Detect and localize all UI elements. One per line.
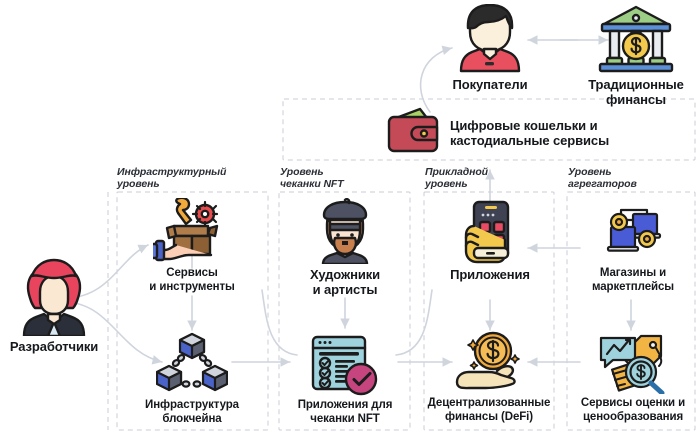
node-blockchain-infrastructure[interactable]: Инфраструктура блокчейна <box>128 330 256 426</box>
man-buyer-avatar-icon <box>440 4 540 74</box>
dashed-box-nft-layer <box>278 191 411 431</box>
layer-label-infrastructure: Инфраструктурный уровень <box>117 166 227 190</box>
curve-nft-apps-right-up <box>395 289 433 356</box>
node-label-applications: Приложения <box>450 267 530 282</box>
node-pricing-services[interactable]: Сервисы оценки и ценообразования <box>570 328 696 424</box>
layer-label-application: Прикладной уровень <box>425 166 488 190</box>
checklist-window-check-icon <box>285 330 405 396</box>
node-label-developers: Разработчики <box>9 339 99 354</box>
dashed-box-wallet-band <box>282 98 696 161</box>
node-digital-wallets[interactable]: Цифровые кошельки и кастодиальные сервис… <box>386 106 609 159</box>
node-services-tools[interactable]: Сервисы и инструменты <box>128 198 256 294</box>
node-label-buyers: Покупатели <box>452 77 528 92</box>
curve-nft-apps-left-up <box>261 289 298 356</box>
blockchain-cubes-icon <box>128 330 256 396</box>
hand-holding-open-box-tools-icon <box>128 198 256 264</box>
bearded-artist-beret-icon <box>288 198 402 264</box>
node-developers[interactable]: Разработчики <box>0 258 108 354</box>
chart-tag-magnifier-dollar-icon <box>570 328 696 394</box>
node-defi[interactable]: Децентрализованные финансы (DeFi) <box>424 328 554 424</box>
node-applications[interactable]: Приложения <box>432 200 548 282</box>
node-label-defi: Децентрализованные финансы (DeFi) <box>427 397 551 423</box>
node-label-services-tools: Сервисы и инструменты <box>149 267 235 293</box>
arrow-developers-to-blockchain <box>67 301 163 365</box>
layer-label-aggregators: Уровень агрегаторов <box>568 166 637 190</box>
arrow-wallets-to-buyers <box>419 45 453 113</box>
node-label-digital-wallets: Цифровые кошельки и кастодиальные сервис… <box>450 117 610 148</box>
dashed-box-application-layer <box>423 191 555 431</box>
node-label-blockchain-infrastructure: Инфраструктура блокчейна <box>145 399 239 425</box>
wallet-icon <box>386 106 440 159</box>
node-label-nft-minting-apps: Приложения для чеканки NFT <box>297 399 393 425</box>
hand-holding-dollar-coin-icon <box>424 328 554 394</box>
node-label-artists: Художники и артисты <box>309 267 381 297</box>
node-traditional-finance[interactable]: Традиционные финансы <box>578 4 694 107</box>
node-buyers[interactable]: Покупатели <box>440 4 540 92</box>
node-artists[interactable]: Художники и артисты <box>288 198 402 297</box>
node-label-pricing-services: Сервисы оценки и ценообразования <box>580 397 686 423</box>
arrow-developers-to-services <box>67 244 149 299</box>
node-label-marketplaces: Магазины и маркетплейсы <box>592 267 674 293</box>
bank-building-icon <box>578 4 694 74</box>
shops-exchange-coins-icon <box>572 200 694 264</box>
hand-holding-smartphone-icon <box>432 200 548 264</box>
layer-label-nft-minting: Уровень чеканки NFT <box>280 166 344 190</box>
woman-developer-avatar-icon <box>0 258 108 336</box>
dashed-box-infrastructure-layer <box>116 191 269 431</box>
dashed-box-aggregator-layer <box>566 191 696 431</box>
node-label-traditional-finance: Традиционные финансы <box>588 77 684 107</box>
node-nft-minting-apps[interactable]: Приложения для чеканки NFT <box>285 330 405 426</box>
node-marketplaces[interactable]: Магазины и маркетплейсы <box>572 200 694 294</box>
